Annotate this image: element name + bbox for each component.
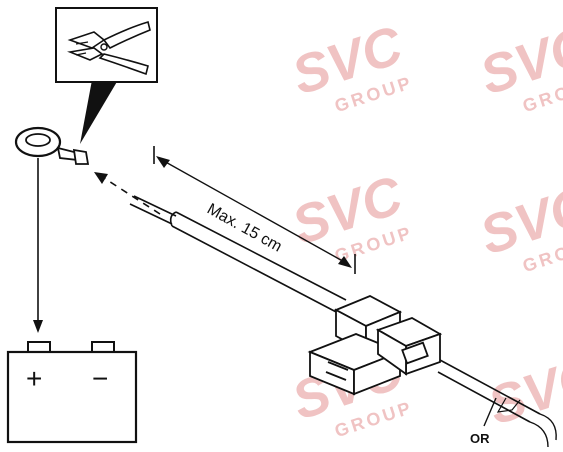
ring-terminal-icon [14,126,90,165]
watermark-6: SVC [481,345,563,437]
wire-color-label: OR [470,431,490,446]
exit-wire [437,359,557,448]
or-leader [483,397,521,427]
dimension-line [153,146,356,274]
crimping-pliers-icon [55,7,158,83]
callout-pointer [80,80,118,144]
watermark-brand: SVC [481,345,563,437]
watermark-1: SVC GROUP [285,15,415,116]
battery-negative-label: − [92,363,108,394]
insert-wire-arrow [94,172,161,215]
wire [129,195,347,315]
watermark-3: SVC GROUP [285,165,415,266]
watermark-2: SVC GROUP [473,15,563,116]
terminal-to-battery-arrow [33,158,43,333]
battery-positive-label: + [26,363,42,394]
battery-icon [6,341,138,444]
watermark-4: SVC GROUP [473,175,563,276]
fuse-connector-icon [307,295,443,396]
